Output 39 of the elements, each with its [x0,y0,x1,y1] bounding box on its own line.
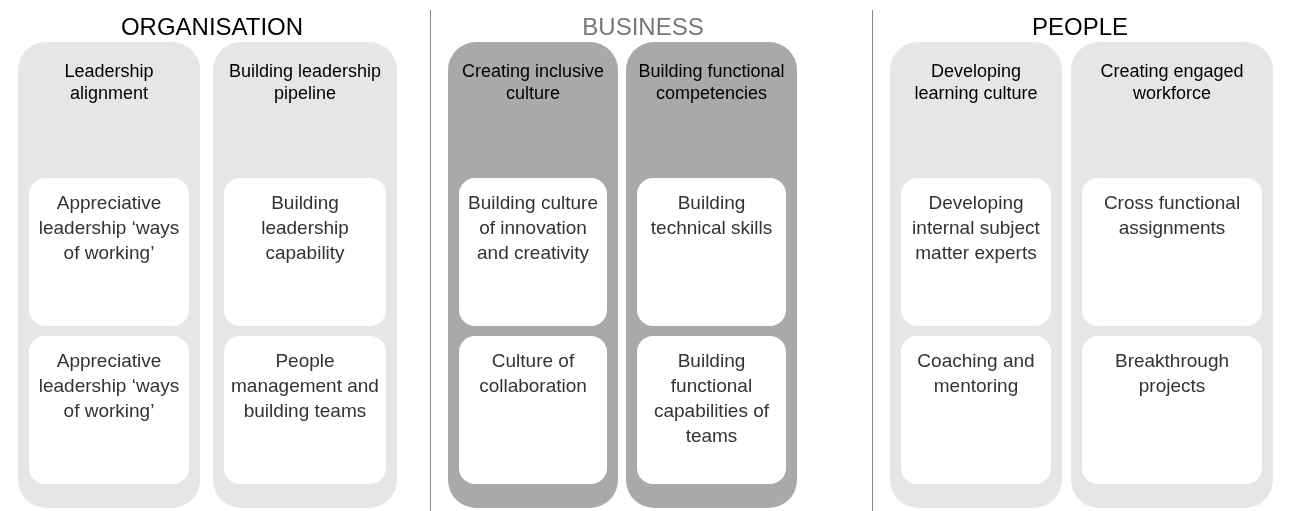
practice-card [459,178,607,326]
column-panel [890,42,1062,508]
practice-text: Breakthrough projects [1113,349,1231,398]
practice-text: Appreciative leadership ‘ways of working’ [37,349,181,423]
practice-card [901,178,1051,326]
practice-text: Appreciative leadership ‘ways of working’ [37,191,181,265]
column-panel [213,42,397,508]
column-heading: Building functional competencies [637,60,786,104]
practice-card [224,178,386,326]
column-heading: Developing learning culture [913,60,1039,104]
practice-card [1082,178,1262,326]
practice-card [224,336,386,484]
column-panel [626,42,797,508]
practice-text: Coaching and mentoring [916,349,1036,398]
practice-card [29,178,189,326]
column-heading: Building leadership pipeline [227,60,383,104]
practice-card [901,336,1051,484]
section-heading: PEOPLE [1032,12,1128,42]
practice-card [637,178,786,326]
column-heading: Leadership alignment [63,60,155,104]
column-heading: Creating engaged workforce [1099,60,1245,104]
column-panel [448,42,618,508]
practice-text: Building functional capabilities of teams [652,349,771,448]
practice-card [1082,336,1262,484]
section-heading: ORGANISATION [120,12,304,42]
column-panel [1071,42,1273,508]
practice-text: People management and building teams [230,349,380,423]
practice-text: Building leadership capability [260,191,350,265]
practice-text: Building technical skills [649,191,774,240]
practice-card [29,336,189,484]
practice-text: Building culture of innovation and creativity [467,191,599,265]
column-panel [18,42,200,508]
practice-text: Cross functional assignments [1102,191,1242,240]
practice-card [459,336,607,484]
column-heading: Creating inclusive culture [460,60,606,104]
practice-text: Developing internal subject matter experts [911,191,1041,265]
section-heading: BUSINESS [582,12,704,42]
practice-card [637,336,786,484]
practice-text: Culture of collaboration [478,349,588,398]
